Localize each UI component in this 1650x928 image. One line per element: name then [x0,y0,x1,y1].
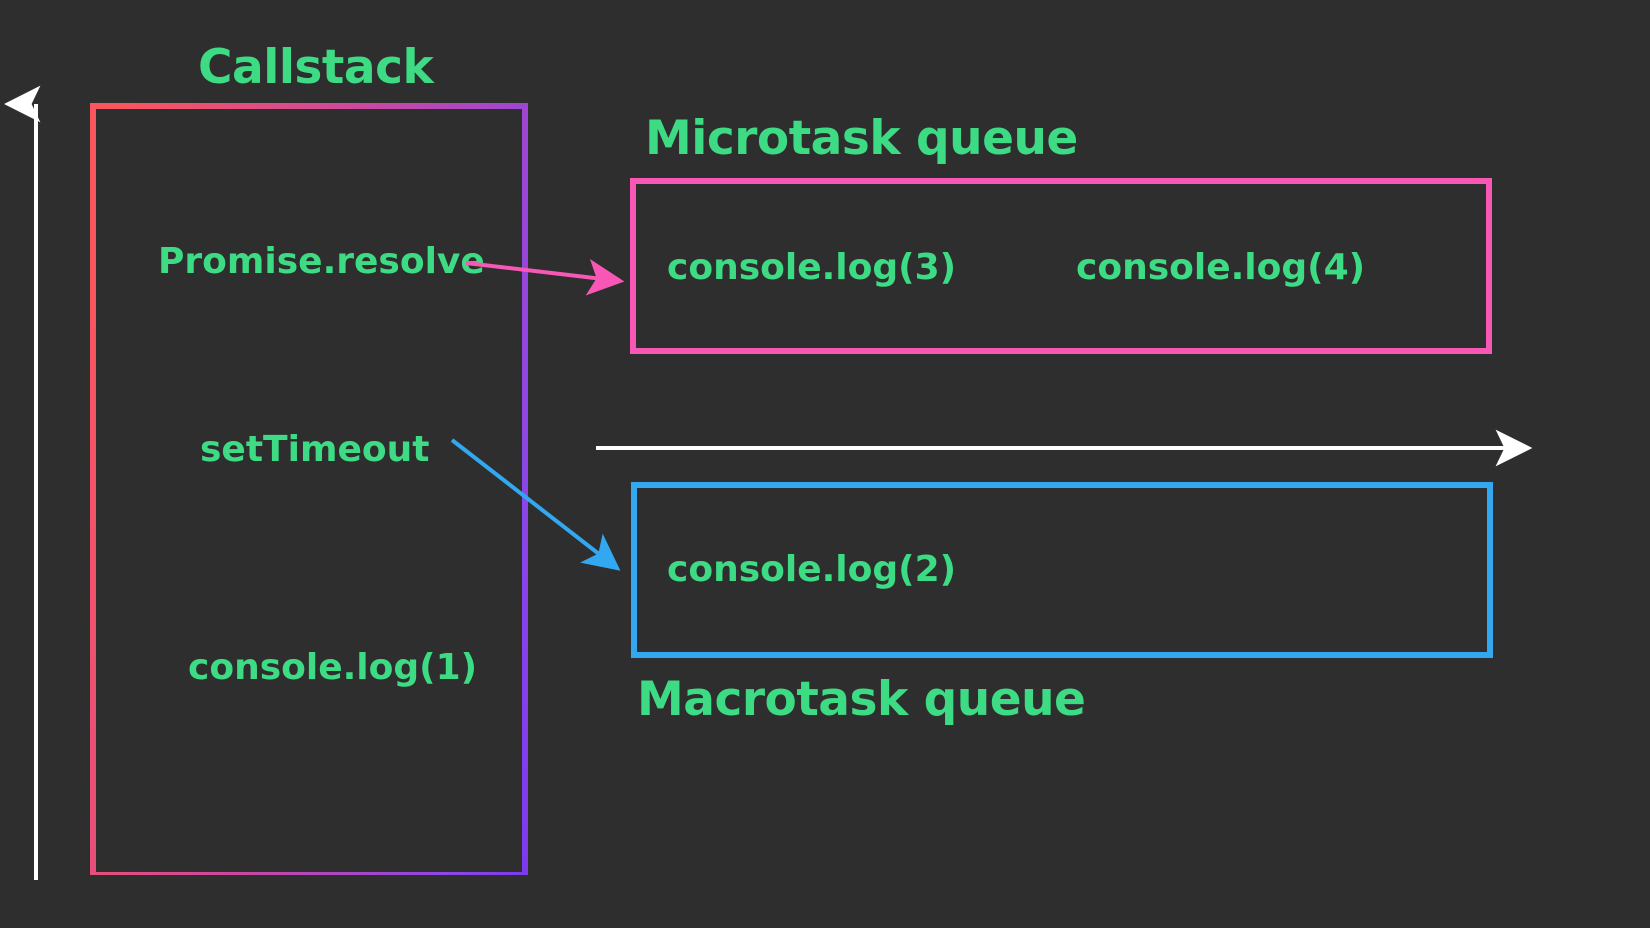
microtask-item-console-log-4: console.log(4) [1076,247,1366,288]
callstack-item-settimeout: setTimeout [200,429,430,470]
callstack-box [90,103,528,875]
callstack-item-promise-resolve: Promise.resolve [158,241,485,282]
microtask-queue-box [630,178,1492,354]
callstack-item-console-log-1: console.log(1) [188,647,478,688]
macrotask-item-console-log-2: console.log(2) [667,549,957,590]
microtask-item-console-log-3: console.log(3) [667,247,957,288]
microtask-queue-title: Microtask queue [645,111,1078,166]
macrotask-queue-title: Macrotask queue [637,672,1086,727]
macrotask-queue-box [631,482,1493,658]
callstack-title: Callstack [198,40,434,95]
